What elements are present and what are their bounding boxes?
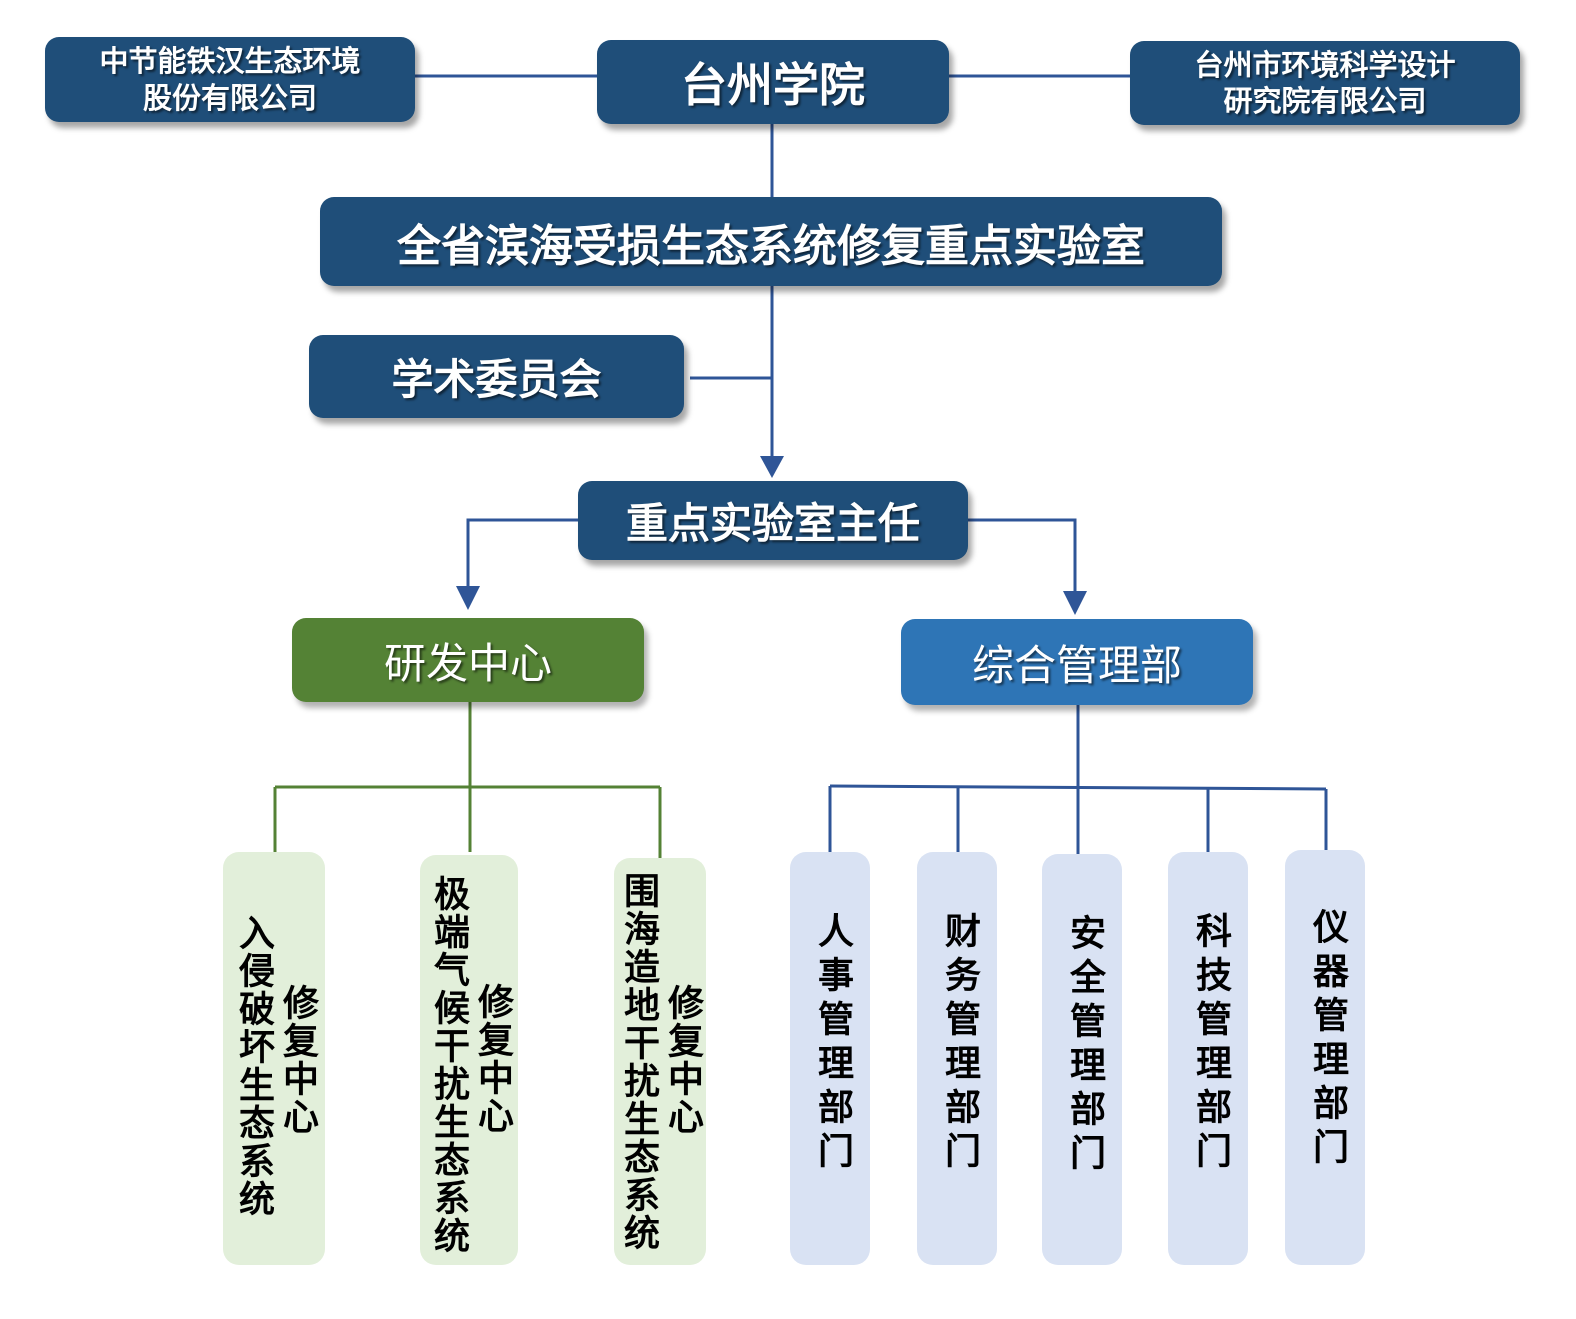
line-director-admin bbox=[968, 518, 1077, 592]
rd-center-label: 研发中心 bbox=[383, 638, 552, 688]
admin-child-safety: 安全管理部门 bbox=[1042, 854, 1122, 1265]
partner-right-node: 台州市环境科学设计 研究院有限公司 bbox=[1130, 41, 1520, 125]
committee-node: 学术委员会 bbox=[309, 335, 684, 418]
partner-left-line1: 中节能铁汉生态环境 bbox=[99, 44, 361, 79]
lab-label: 全省滨海受损生态系统修复重点实验室 bbox=[397, 220, 1145, 272]
admin-child-hr: 人事管理部门 bbox=[790, 852, 870, 1265]
rd-child-reclamation-suffix: 修复中心 bbox=[662, 984, 703, 1136]
partner-right-line1: 台州市环境科学设计 bbox=[1194, 47, 1456, 82]
rd-child-invasion: 入侵破坏生态系统 修复中心 bbox=[223, 852, 325, 1265]
rd-child-invasion-main: 入侵破坏生态系统 bbox=[233, 914, 274, 1218]
admin-child-hr-label: 人事管理部门 bbox=[812, 912, 853, 1176]
rd-child-climate-suffix: 修复中心 bbox=[472, 983, 513, 1135]
admin-child-tech: 科技管理部门 bbox=[1168, 852, 1248, 1265]
committee-label: 学术委员会 bbox=[391, 355, 602, 404]
rd-child-reclamation: 围海造地干扰生态系统 修复中心 bbox=[614, 858, 706, 1265]
partner-right-line2: 研究院有限公司 bbox=[1223, 84, 1427, 118]
partner-left-line2: 股份有限公司 bbox=[142, 80, 317, 115]
rd-child-invasion-suffix: 修复中心 bbox=[277, 984, 318, 1136]
rd-child-reclamation-main: 围海造地干扰生态系统 bbox=[618, 872, 659, 1252]
rd-child-climate: 极端气候干扰生态系统 修复中心 bbox=[420, 855, 518, 1265]
director-node: 重点实验室主任 bbox=[578, 481, 968, 560]
arrow-to-admin bbox=[1063, 591, 1087, 615]
arrow-to-director bbox=[760, 456, 784, 478]
lab-node: 全省滨海受损生态系统修复重点实验室 bbox=[320, 197, 1222, 286]
rd-child-climate-main: 极端气候干扰生态系统 bbox=[428, 875, 469, 1255]
admin-child-tech-label: 科技管理部门 bbox=[1190, 912, 1231, 1176]
director-label: 重点实验室主任 bbox=[625, 499, 920, 548]
college-node: 台州学院 bbox=[597, 40, 949, 124]
admin-child-instrument-label: 仪器管理部门 bbox=[1307, 908, 1348, 1172]
admin-child-safety-label: 安全管理部门 bbox=[1064, 914, 1105, 1178]
admin-child-finance-label: 财务管理部门 bbox=[939, 912, 980, 1176]
arrow-to-rd bbox=[456, 586, 480, 610]
college-label: 台州学院 bbox=[681, 58, 865, 112]
admin-child-instrument: 仪器管理部门 bbox=[1285, 850, 1365, 1265]
partner-left-node: 中节能铁汉生态环境 股份有限公司 bbox=[45, 37, 415, 122]
rd-center-node: 研发中心 bbox=[292, 618, 644, 702]
admin-child-finance: 财务管理部门 bbox=[917, 852, 997, 1265]
admin-dept-label: 综合管理部 bbox=[971, 640, 1182, 690]
line-director-rd bbox=[466, 518, 578, 588]
admin-dept-node: 综合管理部 bbox=[901, 619, 1253, 705]
